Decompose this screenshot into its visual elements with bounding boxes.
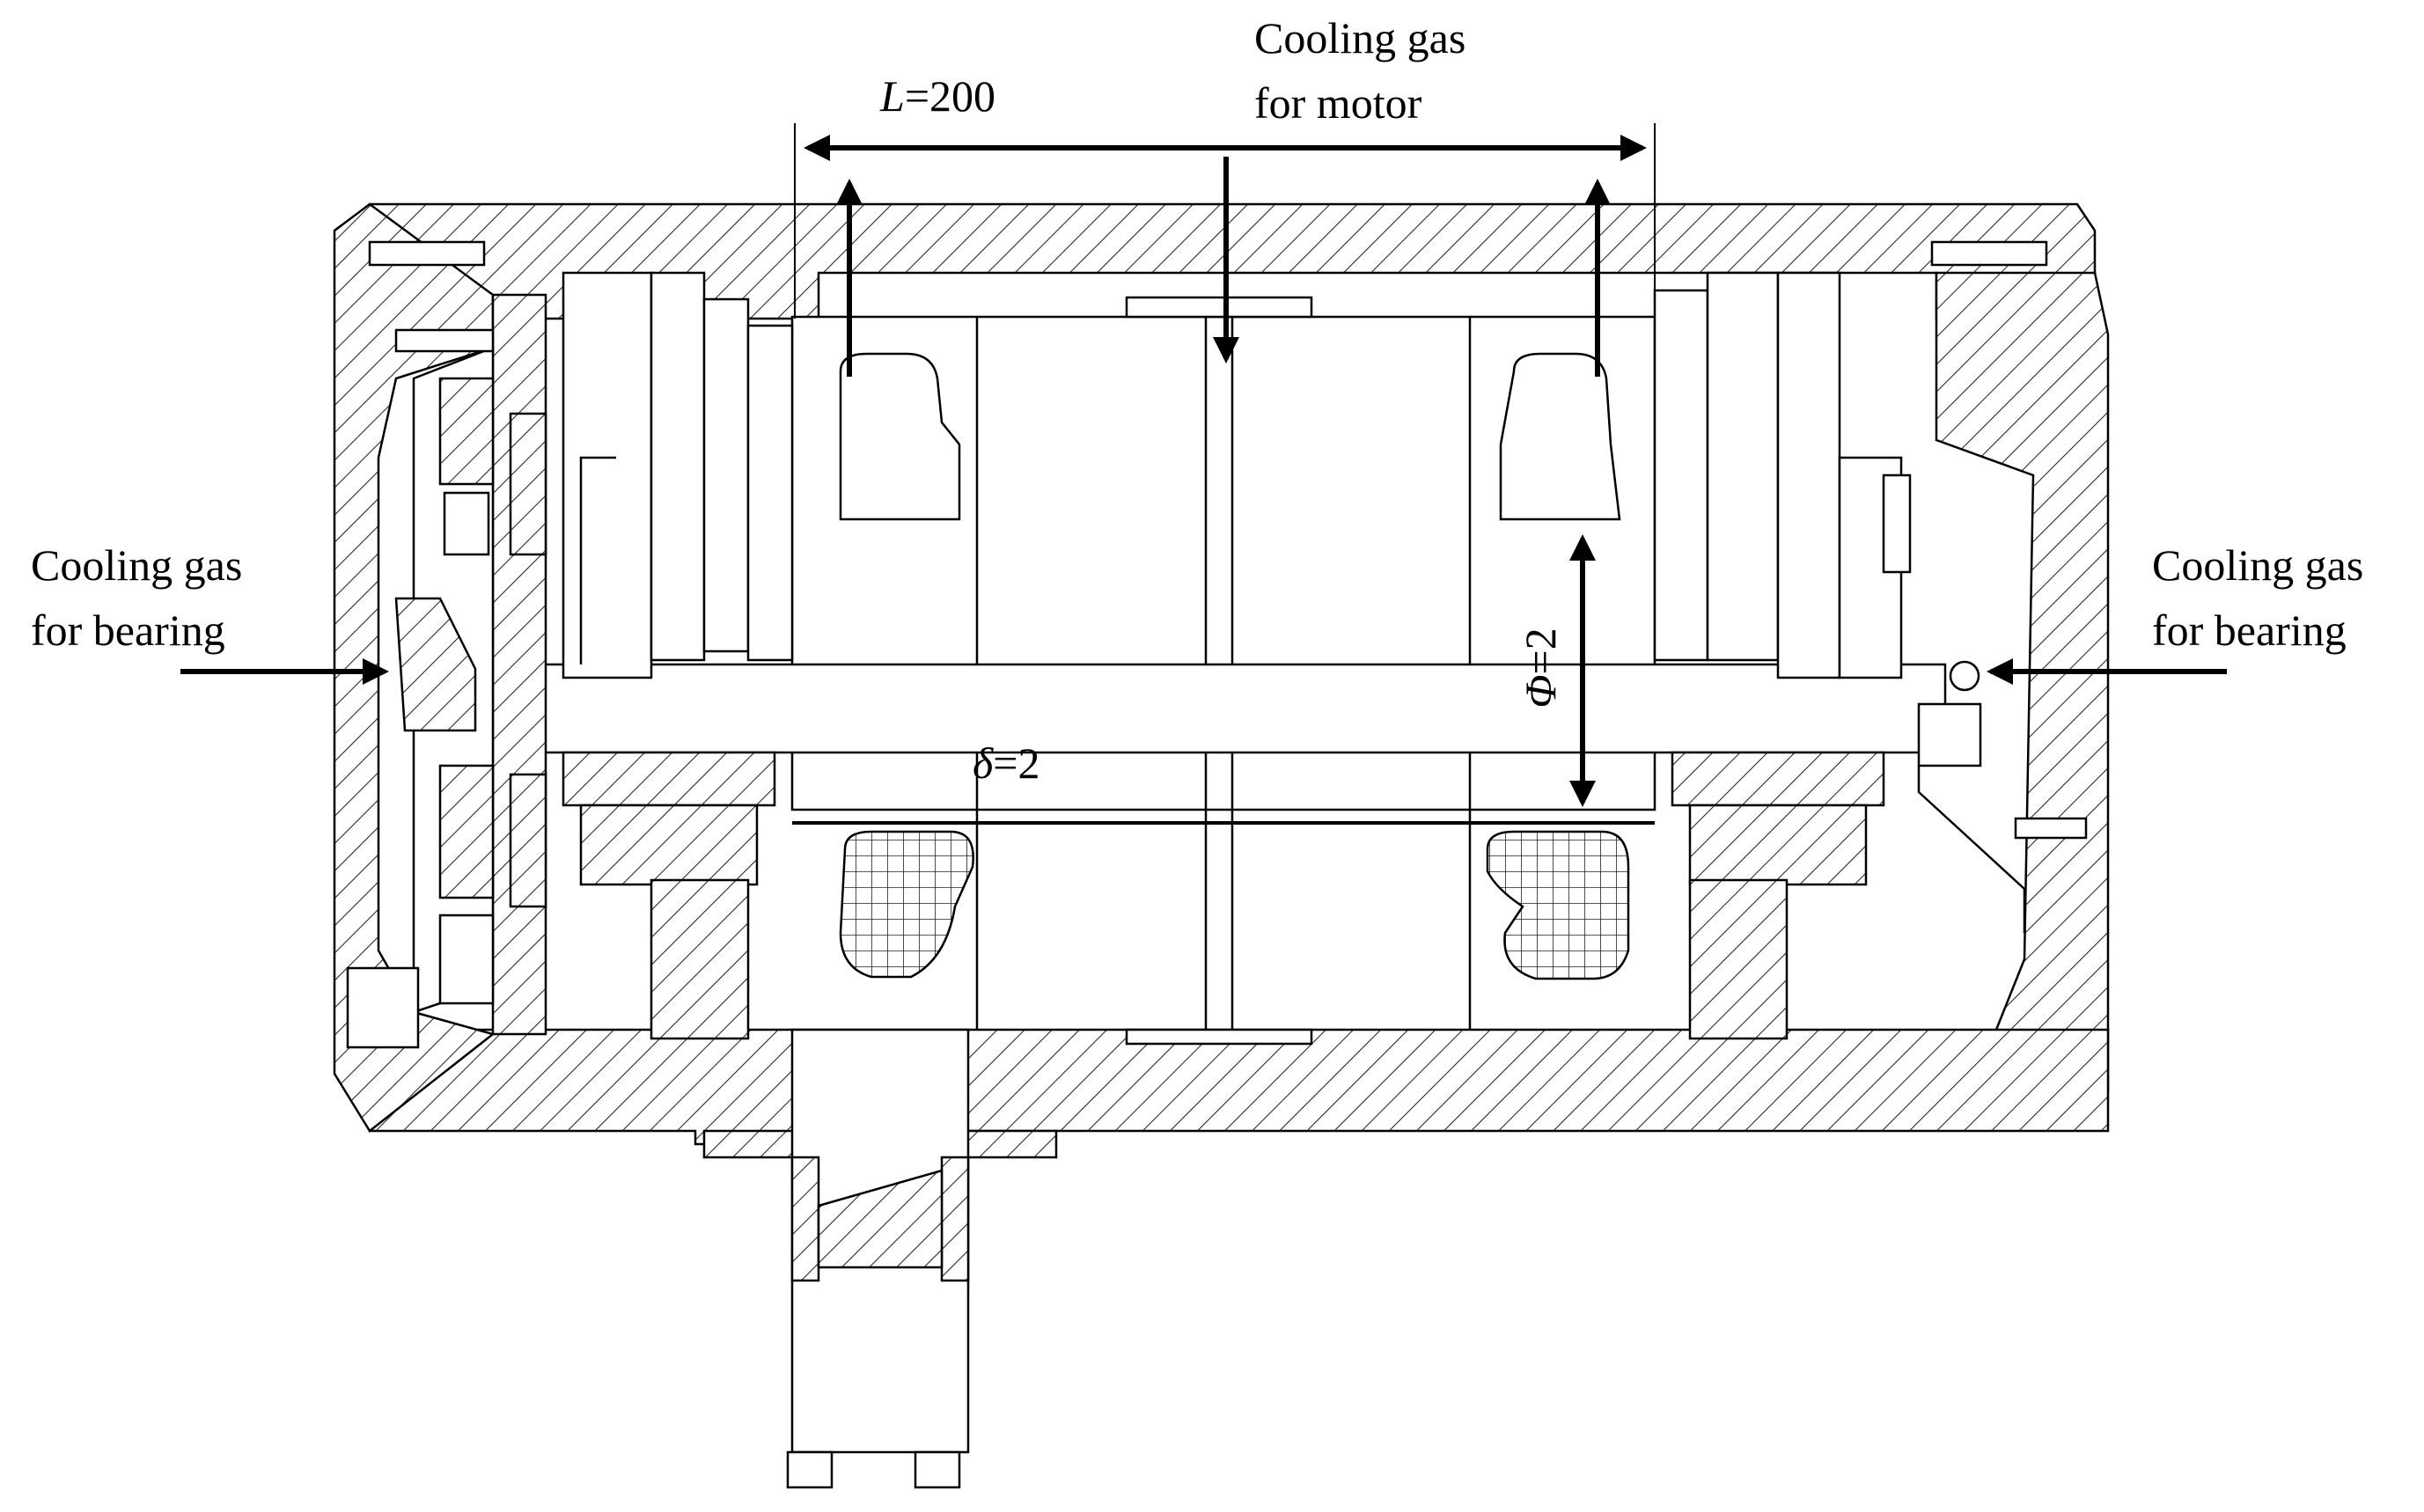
left-bearing-cooling-gas-label: Cooling gas for bearing bbox=[31, 532, 242, 663]
housing-left-wall bbox=[333, 202, 496, 1133]
gap-value: =2 bbox=[993, 738, 1040, 788]
motor-cooling-gas-label: Cooling gas for motor bbox=[1254, 5, 1465, 136]
left-bearing-housing bbox=[491, 293, 547, 1036]
right-bearing-line2: for bearing bbox=[2152, 606, 2347, 655]
gap-symbol: δ bbox=[973, 738, 994, 788]
length-value: =200 bbox=[904, 71, 996, 121]
winding-end-lower-right bbox=[1486, 830, 1630, 980]
shaft bbox=[491, 663, 1947, 754]
left-bearing-line1: Cooling gas bbox=[31, 540, 243, 590]
left-bearing-line2: for bearing bbox=[31, 606, 225, 655]
housing-bottom-wall bbox=[368, 1028, 2110, 1146]
length-symbol: L bbox=[880, 71, 905, 121]
winding-end-lower-left bbox=[839, 830, 974, 979]
diameter-symbol: Φ bbox=[1516, 674, 1565, 708]
motor-cooling-line2: for motor bbox=[1254, 78, 1422, 128]
right-bearing-line1: Cooling gas bbox=[2152, 540, 2364, 590]
length-dimension-label: L=200 bbox=[880, 70, 995, 121]
motor-cooling-line1: Cooling gas bbox=[1254, 13, 1466, 62]
diameter-dimension-label: Φ=2 bbox=[1515, 615, 1566, 721]
diameter-value: =2 bbox=[1516, 628, 1565, 675]
right-bearing-cooling-gas-label: Cooling gas for bearing bbox=[2152, 532, 2363, 663]
gap-dimension-label: δ=2 bbox=[973, 738, 1039, 789]
